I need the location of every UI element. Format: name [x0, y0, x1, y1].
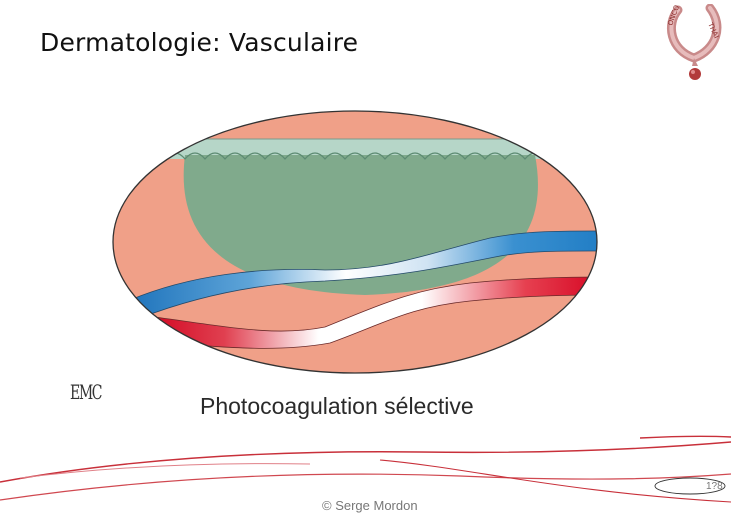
skin-outline [112, 110, 598, 374]
figure-caption: Photocoagulation sélective [200, 393, 474, 419]
slide-title: Dermatologie: Vasculaire [40, 28, 359, 57]
vein-vessel [129, 230, 597, 319]
artery-vessel [139, 276, 597, 349]
decorative-swoosh-lines [0, 435, 731, 503]
epidermis-band [113, 139, 597, 159]
page-number: 1?8 [706, 481, 723, 492]
page-number-frame [654, 477, 726, 495]
skin-cross-section-diagram [112, 110, 598, 374]
emc-mark: EMC [70, 380, 102, 404]
copyright-notice: © Serge Mordon [322, 498, 418, 513]
onco-thai-logo: ONCO THAI [666, 4, 722, 80]
wavy-surface-line [164, 152, 546, 160]
